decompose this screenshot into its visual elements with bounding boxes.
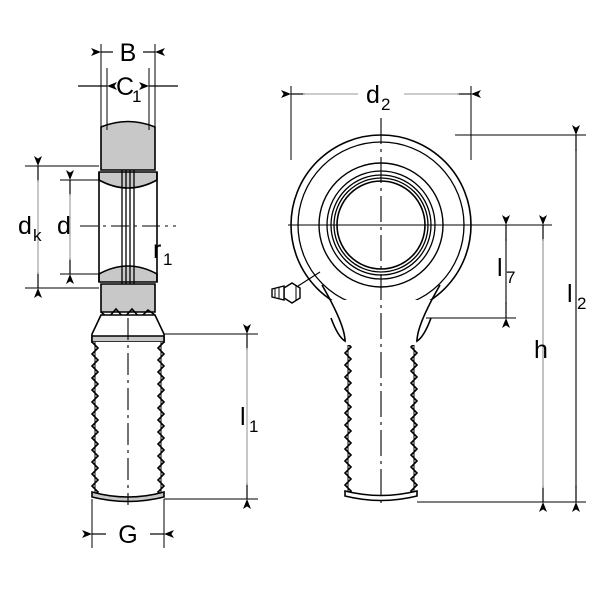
dimension-d: d xyxy=(57,170,99,284)
dim-label-l2: l xyxy=(567,280,573,308)
dimension-l7: l 7 xyxy=(426,215,516,328)
dimension-C1: C 1 xyxy=(78,68,178,130)
shank-end-chamfer xyxy=(91,490,165,503)
dimension-G: G xyxy=(82,499,174,549)
dimension-dk: d k xyxy=(18,156,99,298)
dimension-B: B xyxy=(91,39,165,130)
dim-label-dk-sub: k xyxy=(33,226,42,245)
dimension-l2: l 2 xyxy=(417,125,586,512)
housing-upper-outer xyxy=(100,120,156,171)
dim-label-r1-sub: 1 xyxy=(163,250,172,269)
dim-label-B: B xyxy=(120,39,137,67)
housing-upper-cap xyxy=(100,120,156,171)
bore-section-lines xyxy=(121,170,135,284)
front-thread-profile-right xyxy=(409,340,419,497)
fillet-left-curve xyxy=(330,317,346,342)
dimension-r1: r 1 xyxy=(153,236,172,269)
front-thread-profile-left xyxy=(343,340,353,497)
dim-label-l7: l xyxy=(497,254,503,282)
dim-label-d2-sub: 2 xyxy=(381,95,390,114)
dim-label-d: d xyxy=(57,212,71,240)
dim-label-C1-sub: 1 xyxy=(132,87,141,106)
thread-profile-right xyxy=(156,341,166,498)
dim-label-l2-sub: 2 xyxy=(577,294,586,313)
dim-label-l1: l xyxy=(240,403,246,431)
thread-profile-left xyxy=(90,341,100,498)
dim-label-G: G xyxy=(118,521,137,549)
fillet-right-curve xyxy=(416,317,432,342)
housing-lower-cap xyxy=(100,283,156,320)
nipple-leader-line xyxy=(297,271,321,287)
dim-label-dk: d xyxy=(18,212,32,240)
dim-label-l1-sub: 1 xyxy=(249,417,258,436)
nipple-hex-body xyxy=(283,282,301,304)
housing-lower-outer xyxy=(100,283,156,313)
side-view: B C 1 d k xyxy=(18,39,258,549)
grease-nipple xyxy=(271,271,321,304)
dim-label-h: h xyxy=(534,336,548,364)
neck-left-contour xyxy=(321,284,346,342)
dim-label-C1: C xyxy=(116,73,134,101)
neck-right-contour xyxy=(416,284,441,342)
dimension-l1: l 1 xyxy=(164,324,258,509)
bearing-body-flanks xyxy=(98,172,158,282)
front-shank-end-chamfer xyxy=(344,489,418,502)
front-view: d 2 l 7 h xyxy=(271,81,586,512)
dimension-h: h xyxy=(534,215,548,512)
dim-label-r1: r xyxy=(153,236,161,264)
dim-label-d2: d xyxy=(366,81,380,109)
dim-label-l7-sub: 7 xyxy=(506,268,515,287)
nipple-head xyxy=(271,285,285,301)
dimension-d2: d 2 xyxy=(281,81,481,160)
